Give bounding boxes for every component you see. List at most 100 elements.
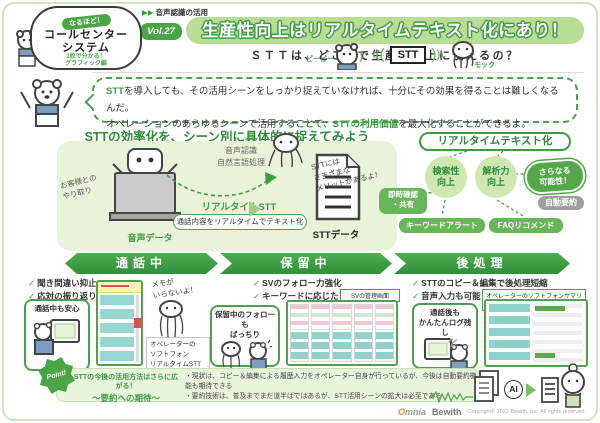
hold-scene-card: 保留中のフォローも ばっちり — [210, 305, 280, 370]
header-divider — [92, 72, 584, 73]
logo-title-line1: コールセンター — [44, 29, 128, 41]
point-box: Point! STTの今後の活用方法はさらに広がる！ ～要約への期待～ ・現状は… — [38, 357, 480, 404]
voice-data-label: 音声データ — [127, 233, 173, 243]
check-item: ✓SVのフォロー力強化 — [253, 277, 373, 290]
summary-doc-icon — [541, 377, 559, 403]
check-icon: ✓ — [28, 291, 36, 302]
card-label: 通話後も かんたんログ残し — [418, 308, 472, 337]
kanban-column — [311, 304, 331, 362]
point-headline: STTの今後の活用方法はさらに広がる！ — [73, 374, 179, 391]
arrow-right-icon — [526, 383, 536, 397]
page-subtitle: ＳＴＴは、どこまで生産性向上に使えるの？ — [250, 50, 520, 62]
customer-note: お客様との やり取り — [59, 172, 98, 201]
soundwave-left-icon — [373, 47, 385, 63]
check-item: ✓STTのコピー＆編集で後処理短縮 — [412, 277, 548, 290]
jellyfish-mascot-icon — [159, 300, 184, 338]
check-icon: ✓ — [412, 278, 420, 288]
stt-document-icon — [315, 153, 361, 221]
point-subhead: ～要約への期待～ — [91, 393, 160, 404]
kanban-column — [332, 304, 352, 362]
check-icon: ✓ — [253, 278, 261, 288]
sv-dashboard-screenshot — [286, 300, 398, 366]
footer: Omnia Bewith Copyright© 2022 Bewith, Inc… — [398, 407, 586, 417]
kanban-column — [374, 304, 395, 362]
scrollbar — [136, 295, 139, 362]
copyright-text: Copyright© 2022 Bewith, Inc. All rights … — [467, 409, 586, 415]
diagram-panel: お客様との やり取り 音声データ 音声認識 自然言語処理 リアルタイムSTT 通… — [57, 133, 397, 251]
check-label: 音声入力も可能 — [421, 291, 481, 302]
check-icon: ✓ — [28, 278, 36, 288]
banner-on-hold: 保留中 — [220, 253, 392, 274]
double-arrow-icon: ▶▶ — [142, 8, 154, 17]
benefit-analysis-circle: 解析力 向上 — [475, 156, 517, 198]
sv-follow-icon — [221, 339, 274, 370]
stt-data-label: STTデータ — [312, 230, 360, 241]
soundwave-right-icon — [431, 47, 443, 63]
point-headline-block: STTの今後の活用方法はさらに広がる！ ～要約への期待～ — [73, 373, 179, 404]
intro-speech-bubble: STTを導入しても、その活用シーンをしっかり捉えていなければ、十分にその効果を得… — [92, 77, 578, 130]
logo-badge: なるほど！ — [61, 13, 111, 31]
softphone-screenshot — [96, 280, 143, 366]
documents-stack-icon — [474, 370, 499, 402]
omnia-logo: Omnia — [398, 407, 427, 417]
ai-icon: AI — [504, 380, 523, 399]
logo-cloud: なるほど！ コールセンター システム 1枚で分かる！ グラフィック編 — [30, 6, 142, 70]
intro-line2a: オペレーションのあらゆるシーンで活用することで、 — [106, 119, 333, 131]
card-label: 通話中も安心 — [34, 304, 80, 313]
benefits-map: リアルタイムテキスト化 検索性 向上 解析力 向上 さらなる 可能性！ 即時確認… — [375, 130, 593, 252]
badge-auto-summary: 自動要約 — [538, 196, 584, 210]
intro-line2b: を最大化することができるよ。 — [398, 119, 531, 131]
kanban-column — [353, 304, 373, 362]
intro-em2: STTの利用価値 — [332, 119, 399, 131]
call-checklist: ✓聞き間違い抑止 ✓応対の振り返り — [28, 277, 97, 303]
check-item: ✓聞き間違い抑止 — [28, 277, 97, 290]
sfx-beep: ピーピー — [306, 56, 334, 63]
check-label: キーワードに応じたフォロー — [262, 291, 373, 302]
check-label: 応対の振り返り — [37, 291, 97, 302]
bear-talking-icon — [335, 43, 363, 70]
possibility-cloud: さらなる 可能性！ — [523, 157, 587, 196]
operator-at-pc-icon — [33, 318, 80, 355]
aftercall-checklist: ✓STTのコピー＆編集で後処理短縮 ✓音声入力も可能 — [412, 277, 548, 303]
bear-logging-icon — [424, 338, 468, 371]
scene-columns: 通話中 保留中 後処理 ✓聞き間違い抑止 ✓応対の振り返り 通話中も安心 メ — [20, 253, 588, 373]
octopus-mascot-icon — [268, 133, 303, 168]
octopus-mascot-icon — [452, 41, 474, 69]
point-badge-icon: Point! — [38, 357, 75, 394]
benefit-search-circle: 検索性 向上 — [425, 156, 467, 198]
check-item: ✓キーワードに応じたフォロー — [253, 290, 373, 303]
check-label: SVのフォロー力強化 — [262, 278, 342, 288]
banner-after-call: 後処理 — [394, 253, 570, 274]
badge-keyword-alert: キーワードアラート — [399, 218, 485, 233]
bewith-logo: Bewith — [432, 407, 462, 417]
summary-screenshot — [484, 299, 588, 367]
badge-faq-recommend: FAQリコメンド — [489, 218, 563, 233]
mascot-name-label: モック — [474, 62, 495, 69]
hold-checklist: ✓SVのフォロー力強化 ✓キーワードに応じたフォロー — [253, 277, 373, 303]
tech-labels: 音声認識 自然言語処理 — [217, 146, 265, 167]
no-memo-note: メモが いらないよ！ — [150, 277, 198, 300]
summary-pane — [533, 304, 583, 362]
alert-button — [134, 318, 141, 328]
series-label: ▶▶音声認識の活用 — [142, 7, 208, 18]
logo-title-line2: システム — [62, 41, 110, 54]
person-mascot-icon — [561, 363, 585, 408]
intro-em1: STT — [106, 86, 124, 97]
page-title: 生産性向上はリアルタイムテキスト化にあり！ — [186, 17, 584, 44]
check-icon: ✓ — [253, 291, 261, 302]
series-text: 音声認識の活用 — [155, 8, 209, 17]
volume-badge: Vol.27 — [140, 23, 182, 40]
point-bullets: ・現状は、コピー＆編集による履歴入力をオペレーター自身が行っているが、今後は自動… — [185, 372, 477, 403]
realtime-stt-label: リアルタイムSTT — [201, 202, 277, 213]
check-label: STTのコピー＆編集で後処理短縮 — [421, 278, 548, 288]
audio-wave-icon — [429, 391, 473, 403]
transcript-bubbles — [100, 295, 134, 362]
point-bullet: ・現状は、コピー＆編集による履歴入力をオペレーター自身が行っているが、今後は自動… — [185, 373, 477, 391]
stt-device-box: STT — [390, 46, 426, 64]
badge-instant-share: 即時確認 ・共有 — [379, 188, 427, 214]
kanban-board — [288, 302, 396, 364]
benefits-title: リアルタイムテキスト化 — [419, 132, 571, 151]
check-icon: ✓ — [412, 291, 420, 302]
point-bullet: ・要約技術は、普及までまだ道半ばではあるが、STT活用シーンの拡大は必至である — [185, 393, 442, 401]
